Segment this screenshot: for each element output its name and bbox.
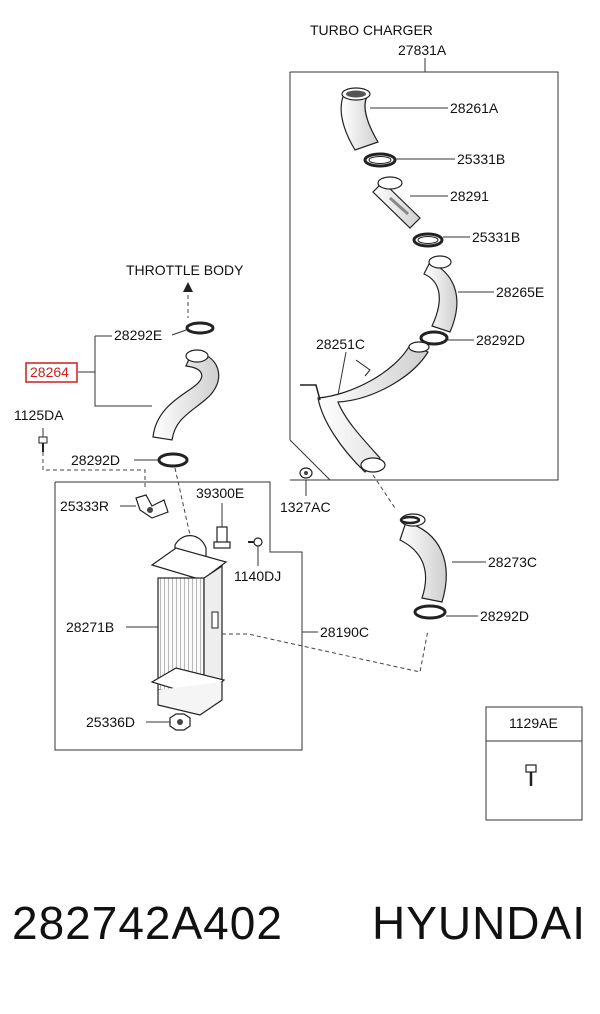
part-label-28273C: 28273C: [488, 554, 537, 570]
screw-1140DJ: [248, 537, 263, 547]
sensor-39300E: [213, 526, 231, 549]
bolt-1129AE: [525, 764, 537, 786]
part-label-27831A: 27831A: [398, 42, 447, 58]
part-label-1140DJ: 1140DJ: [234, 568, 281, 584]
part-label-25331B-top: 25331B: [457, 151, 505, 167]
clamp-28292D-left: [157, 452, 189, 468]
hose-28264: [152, 349, 220, 441]
plug-25336D: [169, 713, 191, 731]
part-label-25333R: 25333R: [60, 498, 109, 514]
part-number: 282742A402: [12, 897, 283, 949]
part-label-39300E: 39300E: [196, 485, 244, 501]
clamp-25331B-top: [363, 152, 397, 168]
part-label-28265E: 28265E: [496, 284, 544, 300]
part-label-25336D: 25336D: [86, 714, 135, 730]
clamp-28292E: [185, 321, 215, 335]
part-label-28264: 28264: [30, 364, 69, 380]
bolt-1125DA: [38, 436, 48, 452]
part-label-28292E: 28292E: [114, 327, 162, 343]
part-label-1125DA: 1125DA: [14, 407, 64, 423]
part-label-28292D-right: 28292D: [476, 332, 525, 348]
parts-diagram: TURBO CHARGER 27831A 28261A 25331B 28291…: [14, 22, 583, 821]
part-label-1129AE: 1129AE: [509, 715, 558, 731]
hose-28273C: [399, 513, 447, 603]
throttle-arrow: [183, 282, 193, 318]
part-label-25331B-bottom: 25331B: [472, 229, 520, 245]
part-label-28291: 28291: [450, 188, 489, 204]
part-label-28292D-low: 28292D: [480, 608, 529, 624]
intercooler-28271B: [150, 535, 228, 716]
turbo-charger-label: TURBO CHARGER: [310, 22, 433, 38]
bolt-1129AE-box: [485, 706, 583, 821]
clamp-28292D-right: [419, 330, 449, 346]
clamp-25331B-bottom: [412, 232, 444, 248]
highlight-box-28264: [25, 362, 78, 383]
part-label-1327AC: 1327AC: [280, 499, 331, 515]
part-label-28190C: 28190C: [320, 624, 369, 640]
part-label-28251C: 28251C: [316, 336, 365, 352]
nut-1327AC: [299, 467, 313, 479]
part-label-28292D-left: 28292D: [71, 452, 120, 468]
turbo-hose-28261A: [340, 87, 379, 151]
intercooler-assembly-frame: [54, 481, 303, 751]
hose-28265E: [423, 255, 458, 333]
product-footer: 282742A402 HYUNDAI: [0, 900, 600, 980]
part-label-28271B: 28271B: [66, 619, 114, 635]
throttle-body-label: THROTTLE BODY: [126, 262, 244, 278]
pipe-28291: [372, 176, 421, 229]
brand-name: HYUNDAI: [371, 897, 586, 949]
bracket-25333R: [135, 494, 169, 519]
clamp-28292D-low: [413, 604, 447, 620]
turbo-assembly-frame: [289, 58, 559, 481]
pipe-28251C: [300, 341, 430, 473]
part-label-28261A: 28261A: [450, 100, 499, 116]
